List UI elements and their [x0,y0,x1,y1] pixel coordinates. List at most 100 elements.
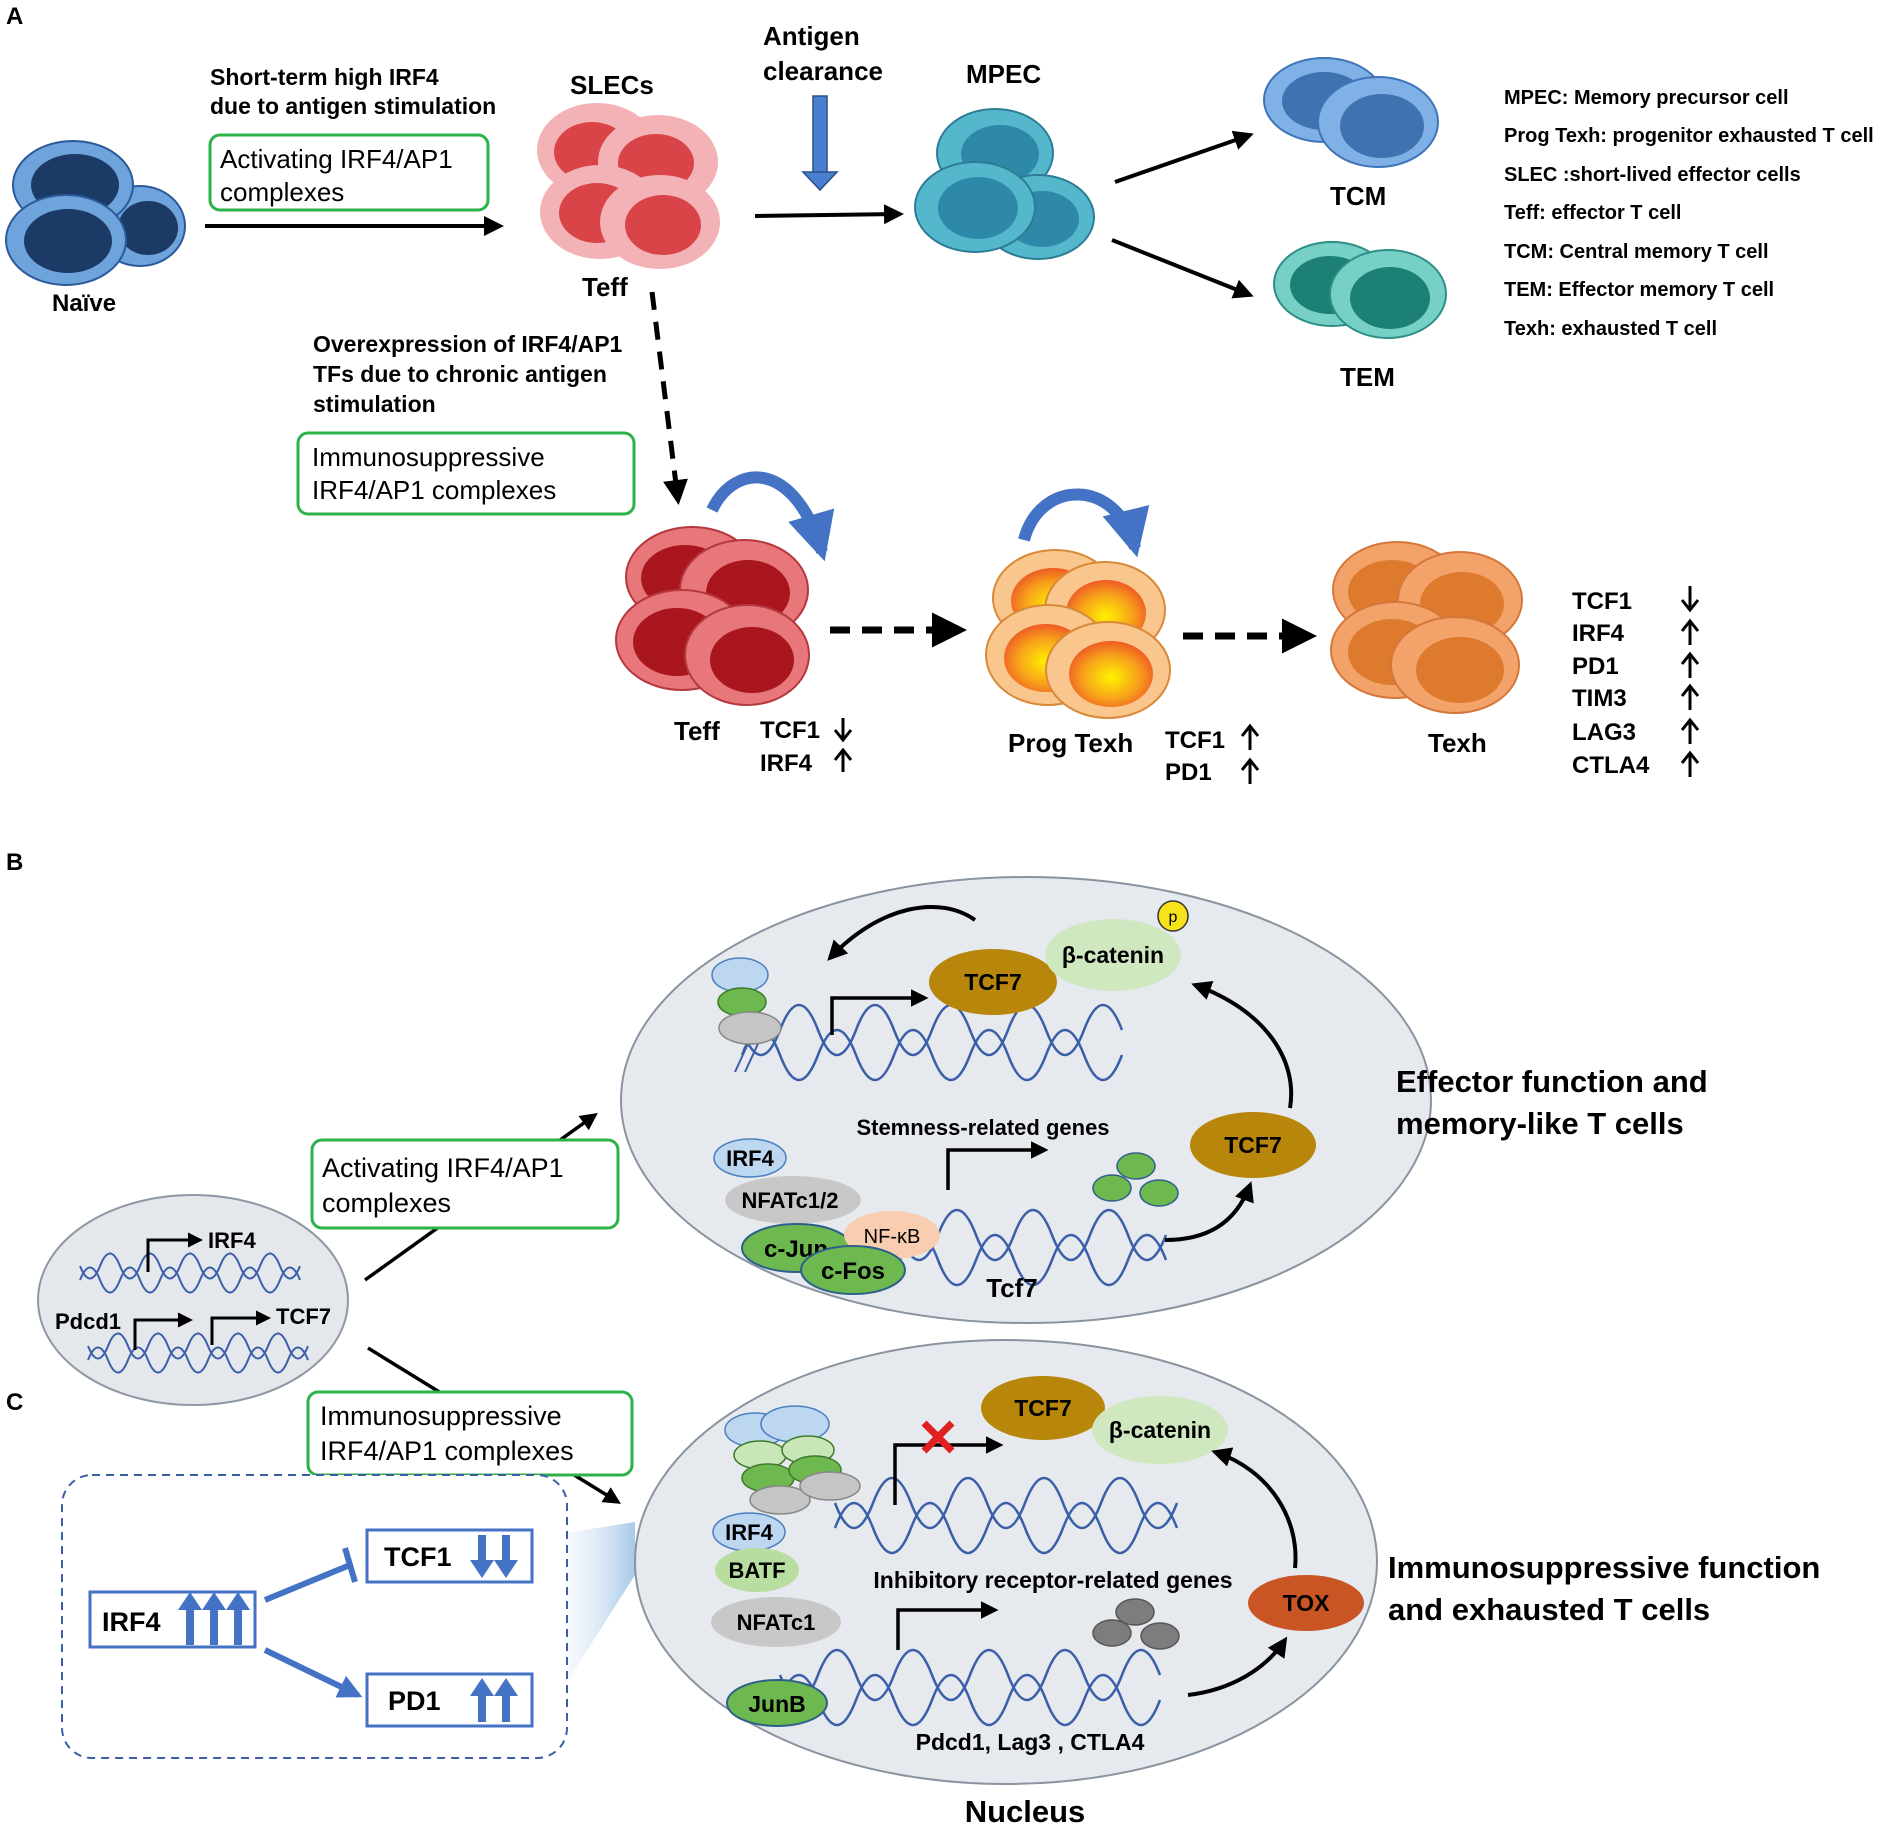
short-term-label-2: due to antigen stimulation [210,93,496,119]
antigen-label: Antigen [763,21,860,51]
small-dna-top [79,1252,301,1294]
texh-cells [1330,541,1523,714]
batf-c-label: BATF [728,1558,785,1583]
overexp-label: Overexpression of IRF4/AP1 [313,331,623,357]
overexp-label-2: TFs due to chronic antigen [313,361,607,387]
arrow-tox-to-catenin [1211,1447,1298,1569]
irf4-c-label: IRF4 [725,1520,773,1545]
dna-bottom-b [898,1208,1168,1287]
prog-marker-tcf1: TCF1 [1165,727,1225,754]
inset-activate-arrow [263,1647,363,1698]
arrow-mpec-to-tem [1111,238,1254,299]
prog-marker-arrows [1240,723,1260,784]
top-complex-b [711,957,782,1045]
texh-marker-irf4: IRF4 [1572,620,1625,647]
promoter-tcf7-icon [210,1310,271,1345]
beta-catenin-c-label: β-catenin [1109,1417,1211,1443]
mpec-cells [914,108,1095,260]
nfkb-b-label: NF-κB [864,1226,921,1248]
panel-label-b: B [6,849,23,876]
tcm-cells [1263,57,1439,168]
inset-irf4: IRF4 [102,1607,161,1637]
inhibitory-label: Inhibitory receptor-related genes [873,1567,1232,1593]
tox-c [1248,1575,1364,1631]
small-nucleus [37,1194,349,1406]
tcf7-c-label: TCF7 [1014,1395,1072,1421]
promoter-stemness-icon [946,1141,1049,1190]
arrow-catenin-to-complex [827,904,977,961]
up-arrow-icon [1680,717,1700,744]
beta-catenin-b-label: β-catenin [1062,942,1164,968]
tcf7-right-b-label: TCF7 [1224,1132,1282,1158]
slecs-label: SLECs [570,70,654,100]
prog-marker-pd1: PD1 [1165,759,1212,786]
tcf7-gene-label: Tcf7 [986,1273,1038,1303]
beta-catenin-c [1092,1396,1228,1464]
outcome-c-line2: and exhausted T cells [1388,1592,1710,1627]
tcm-label: TCM [1330,181,1386,211]
promoter-top-c-icon [893,1436,1004,1505]
small-dna-bottom [87,1332,309,1374]
nfatc1-c-label: NFATc1 [737,1610,816,1635]
teff-marker-irf4: IRF4 [760,750,813,777]
overexp-label-3: stimulation [313,391,436,417]
legend-slec: SLEC :short-lived effector cells [1504,164,1801,186]
blocked-x-icon [921,1420,955,1454]
nucleus-activating [620,876,1432,1324]
irf4-b-label: IRF4 [726,1146,774,1171]
prog-markers: TCF1 PD1 [1165,727,1225,786]
arrow-tcf7-to-catenin [1191,980,1294,1109]
top-complex-c [724,1405,861,1515]
legend-mpec: MPEC: Memory precursor cell [1504,87,1789,109]
tem-label: TEM [1340,362,1395,392]
junb-c [726,1679,828,1727]
inset-pd1-arrows [470,1678,518,1722]
inset-irf4-arrows [178,1592,250,1645]
up-arrow-icon [226,1592,250,1645]
up-arrow-icon [494,1678,518,1722]
legend-teff: Teff: effector T cell [1504,202,1681,224]
down-arrow-icon [1680,586,1700,613]
up-arrow-icon [833,747,853,772]
immuno-box-c-text-2: IRF4/AP1 complexes [320,1436,574,1466]
legend-prog-texh: Prog Texh: progenitor exhausted T cell [1504,125,1874,147]
texh-marker-tcf1: TCF1 [1572,588,1632,615]
tcf7-top-b [929,949,1057,1015]
inhibit-icon [263,1547,358,1603]
promoter-irf4-icon [146,1232,203,1272]
immuno-box-a-text-2: IRF4/AP1 complexes [312,475,556,505]
activating-box-b [310,1138,620,1230]
promoter-pdcd1-icon [133,1312,193,1350]
inset-tcf1-arrows [470,1535,518,1578]
nucleus-label: Nucleus [965,1794,1086,1829]
abbreviation-legend: MPEC: Memory precursor cell Prog Texh: p… [1504,87,1874,340]
outcome-c-line1: Immunosuppressive function [1388,1550,1820,1585]
arrow-mpec-to-tcm [1114,130,1254,184]
panel-label-c: C [6,1389,23,1416]
activating-box-b-text-2: complexes [322,1188,451,1218]
tcf7-right-b [1190,1112,1316,1178]
legend-tcm: TCM: Central memory T cell [1504,241,1769,263]
dna-top-c [833,1476,1179,1555]
tem-cells [1273,241,1447,339]
teff-markers: TCF1 IRF4 [760,717,820,777]
immuno-box-c-text: Immunosuppressive [320,1401,562,1431]
texh-marker-arrows [1680,586,1700,777]
dna-top-b [740,1003,1124,1082]
cfos-b [800,1245,906,1295]
teff-marker-tcf1: TCF1 [760,717,820,744]
texh-marker-ctla4: CTLA4 [1572,752,1650,779]
mpec-label: MPEC [966,59,1041,89]
tcf7-c [981,1376,1105,1440]
tcf7-top-b-label: TCF7 [964,969,1022,995]
activating-box-a-text: Activating IRF4/AP1 [220,144,453,174]
prog-self-renew-arrow [1018,488,1150,558]
small-tcf7: TCF7 [276,1304,331,1329]
up-arrow-icon [1240,723,1260,750]
junb-c-label: JunB [748,1691,806,1717]
green-cluster-b [1092,1152,1179,1207]
legend-texh: Texh: exhausted T cell [1504,318,1717,340]
batf-c [715,1548,799,1592]
outcome-b-line1: Effector function and [1396,1064,1708,1099]
